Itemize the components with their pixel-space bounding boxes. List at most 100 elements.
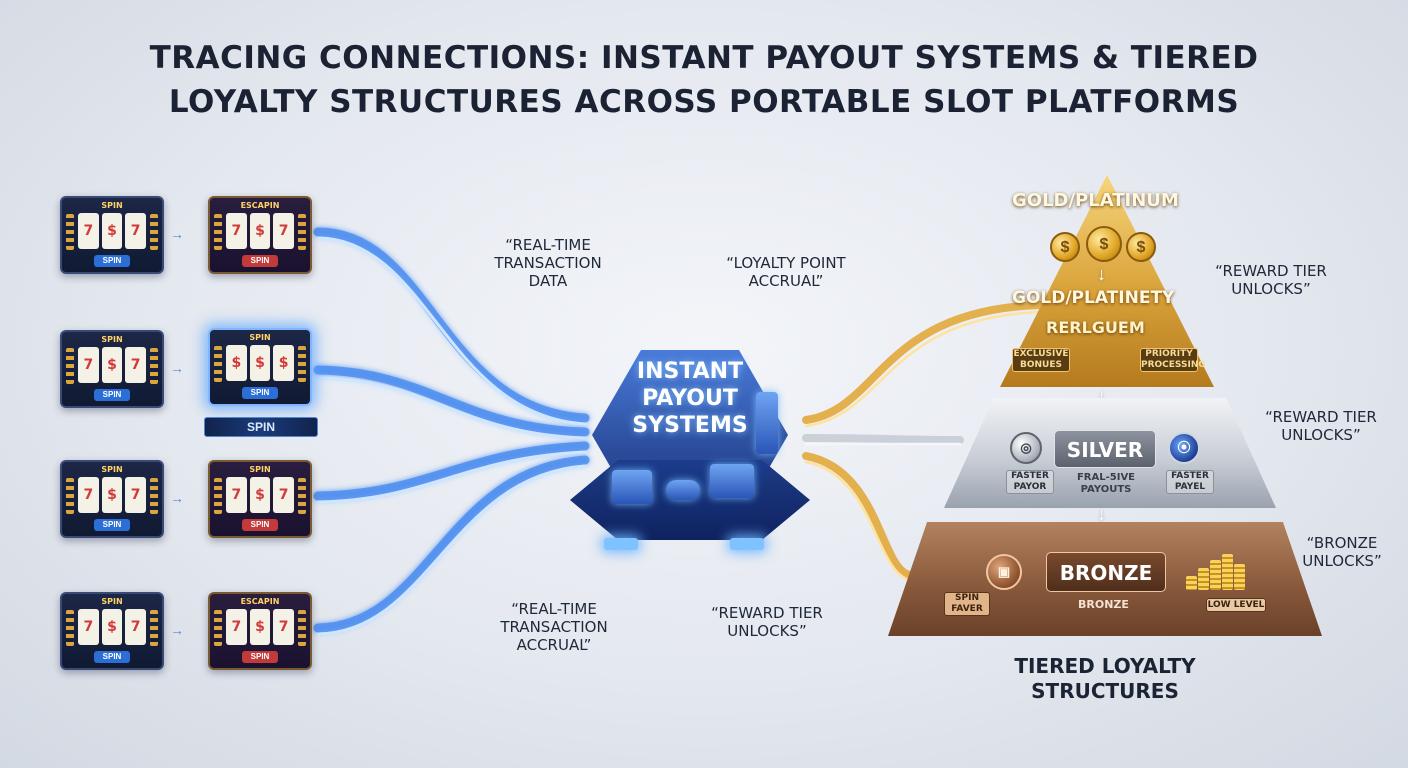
tag-line: FAVER xyxy=(951,604,983,614)
gold-flow-top xyxy=(802,301,1044,424)
annotation-line: UNLOCKS” xyxy=(1302,552,1382,570)
phone-lights-right xyxy=(150,610,158,646)
blue-flow-3-core xyxy=(316,450,587,504)
spin-button[interactable]: SPIN xyxy=(242,519,278,531)
sub-line: FRAL-5IVE xyxy=(1076,472,1136,483)
phone-lights-right xyxy=(150,348,158,384)
slot-reels: 7 $ 7 xyxy=(226,213,295,249)
phone-label: SPIN xyxy=(249,465,271,474)
annotation-line: TRANSACTION xyxy=(494,254,602,272)
slot-phone-left-3: SPIN 7 $ 7 SPIN xyxy=(60,460,164,538)
annotation-bronze-unlocks: “BRONZE UNLOCKS” xyxy=(1282,534,1402,570)
phone-lights-right xyxy=(298,478,306,514)
phone-lights-left xyxy=(214,610,222,646)
slot-phone-right-2-highlighted: SPIN $ $ $ SPIN xyxy=(208,328,312,406)
annotation-line: “REWARD TIER xyxy=(1265,408,1377,426)
spin-button[interactable]: SPIN xyxy=(242,387,278,399)
spin-button[interactable]: SPIN xyxy=(94,389,130,401)
title-line-1: TRACING CONNECTIONS: INSTANT PAYOUT SYST… xyxy=(149,40,1259,76)
spin-button[interactable]: SPIN xyxy=(94,519,130,531)
annotation-line: “LOYALTY POINT xyxy=(726,254,846,272)
spin-button[interactable]: SPIN xyxy=(242,651,278,663)
phone-lights-left xyxy=(214,346,222,382)
phone-lights-left xyxy=(214,478,222,514)
annotation-line: UNLOCKS” xyxy=(1281,426,1361,444)
tag-line: SPIN xyxy=(955,593,979,603)
slot-phone-right-4: ESCAPIN 7 $ 7 SPIN xyxy=(208,592,312,670)
slot-reels: 7 $ 7 xyxy=(78,347,147,383)
reel: 7 xyxy=(273,477,295,513)
phone-lights-right xyxy=(298,214,306,250)
hub-label-line: INSTANT xyxy=(636,359,744,384)
annotation-line: “BRONZE xyxy=(1306,534,1378,552)
coin-icon: $ xyxy=(1126,232,1156,262)
gold-flow-bottom xyxy=(802,452,914,579)
reel: $ xyxy=(101,609,123,645)
spin-faver-tag: SPIN FAVER xyxy=(944,592,990,616)
hub-light xyxy=(730,538,764,550)
silver-medal-icon: ◎ xyxy=(1010,432,1042,464)
slot-phone-left-2: SPIN 7 $ 7 SPIN xyxy=(60,330,164,408)
reel: $ xyxy=(273,345,295,381)
server-block-icon xyxy=(710,464,754,498)
tag-line: FASTER xyxy=(1171,471,1209,481)
title-line-2: LOYALTY STRUCTURES ACROSS PORTABLE SLOT … xyxy=(168,84,1240,120)
blue-flow-1-core xyxy=(316,236,587,426)
tag-line: PAYOR xyxy=(1013,482,1047,492)
reel: $ xyxy=(249,609,271,645)
tag-line: EXCLUSIVE xyxy=(1013,349,1069,359)
server-block-icon xyxy=(612,470,652,504)
slot-phone-right-3: SPIN 7 $ 7 SPIN xyxy=(208,460,312,538)
gold-flow-group xyxy=(802,301,1044,582)
arrow-down-icon: ↓ xyxy=(1097,264,1106,284)
annotation-line: “REAL-TIME xyxy=(505,236,591,254)
annotation-realtime-accrual: “REAL-TIME TRANSACTION ACCRUAL” xyxy=(484,600,624,654)
slot-reels: 7 $ 7 xyxy=(226,609,295,645)
annotation-silver-unlocks: “REWARD TIER UNLOCKS” xyxy=(1246,408,1396,444)
annotation-gold-unlocks: “REWARD TIER UNLOCKS” xyxy=(1196,262,1346,298)
blue-flow-1 xyxy=(313,227,590,423)
annotation-line: “REAL-TIME xyxy=(511,600,597,618)
reel: 7 xyxy=(78,347,99,383)
gold-sub-label: RERLGUEM xyxy=(1046,318,1145,337)
slot-reels: $ $ $ xyxy=(226,345,295,381)
server-tower-icon xyxy=(756,392,778,454)
arrow-right-icon: → xyxy=(170,622,184,638)
reel: 7 xyxy=(273,213,295,249)
phone-lights-left xyxy=(66,610,74,646)
reel: $ xyxy=(249,213,271,249)
tag-line: PAYEL xyxy=(1174,482,1206,492)
phone-lights-right xyxy=(298,346,306,382)
annotation-line: UNLOCKS” xyxy=(727,622,807,640)
page-title: TRACING CONNECTIONS: INSTANT PAYOUT SYST… xyxy=(0,36,1408,124)
slot-reels: 7 $ 7 xyxy=(78,213,147,249)
phone-label: ESCAPIN xyxy=(240,201,280,210)
arrow-down-icon: ↓ xyxy=(1097,386,1106,406)
arrow-down-icon: ↓ xyxy=(1097,504,1106,524)
cloud-node-icon xyxy=(666,480,700,500)
silver-sub-label: FRAL-5IVE PAYOUTS xyxy=(1068,472,1144,496)
reel: 7 xyxy=(273,609,295,645)
spin-banner[interactable]: SPIN xyxy=(204,417,318,437)
annotation-realtime-data: “REAL-TIME TRANSACTION DATA xyxy=(478,236,618,290)
reel: 7 xyxy=(78,609,99,645)
annotation-line: “REWARD TIER xyxy=(711,604,823,622)
arrow-right-icon: → xyxy=(170,360,184,376)
gold-top-label: GOLD/PLATINUM xyxy=(1012,190,1179,211)
coin-icon: $ xyxy=(1086,226,1122,262)
spin-button[interactable]: SPIN xyxy=(94,651,130,663)
reel: 7 xyxy=(125,347,147,383)
silver-label-plate: SILVER xyxy=(1054,430,1156,468)
reel: $ xyxy=(101,213,123,249)
bronze-medal-icon: ▣ xyxy=(986,554,1022,590)
arrow-right-icon: → xyxy=(170,226,184,242)
reel: $ xyxy=(226,345,247,381)
blue-flow-3 xyxy=(313,441,590,501)
spin-button[interactable]: SPIN xyxy=(242,255,278,267)
phone-lights-left xyxy=(214,214,222,250)
tag-line: BONUES xyxy=(1020,360,1062,370)
annotation-line: TRANSACTION xyxy=(500,618,608,636)
phone-label: SPIN xyxy=(101,597,123,606)
spin-button[interactable]: SPIN xyxy=(94,255,130,267)
